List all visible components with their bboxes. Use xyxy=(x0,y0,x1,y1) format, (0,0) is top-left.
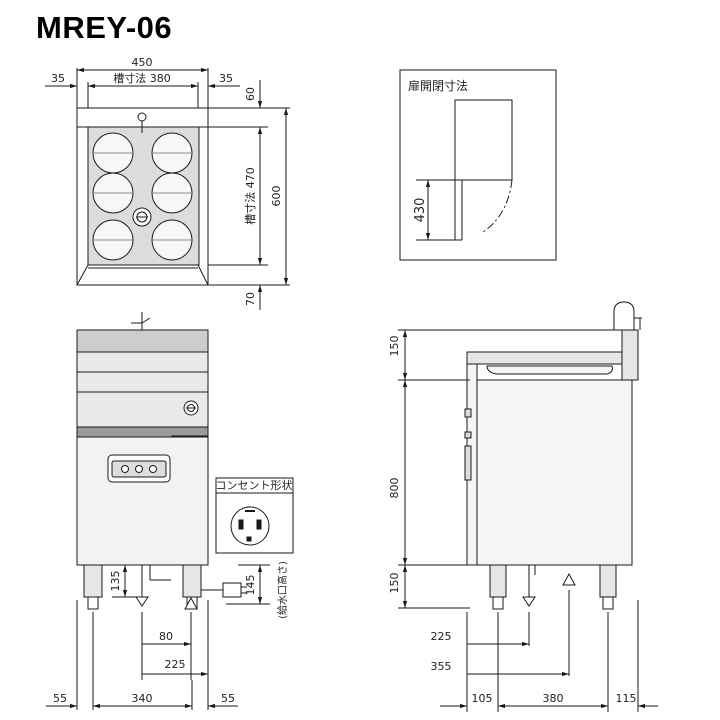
water-inlet-label: (給水口高さ) xyxy=(276,561,289,619)
dim-water-height: 145 xyxy=(244,575,257,596)
leg xyxy=(182,564,202,598)
dim-right-margin: 55 xyxy=(221,692,235,705)
leg xyxy=(489,564,507,598)
dim-left-margin: 55 xyxy=(53,692,67,705)
drawing-title: MREY-06 xyxy=(36,10,173,45)
side-view xyxy=(398,301,658,712)
door-view-label: 扉開閉寸法 xyxy=(408,79,468,93)
front-view-dimensions: 135 80 225 55 340 55 145 (給水口高さ) xyxy=(53,561,289,705)
dim-tank-depth: 槽寸法 470 xyxy=(243,167,257,225)
faucet-icon xyxy=(137,112,147,122)
dim-drain-pos: 225 xyxy=(431,630,452,643)
dim-rear-overhang: 115 xyxy=(616,692,637,705)
top-view-body xyxy=(76,107,209,286)
outlet-icon xyxy=(230,506,270,546)
top-view-dimensions: 450 35 槽寸法 380 35 60 槽寸法 470 600 70 xyxy=(51,56,283,306)
dim-side-right: 35 xyxy=(219,72,233,85)
dim-side-leg-span: 380 xyxy=(543,692,564,705)
dim-water-pos: 355 xyxy=(431,660,452,673)
dim-total-depth: 600 xyxy=(270,186,283,207)
front-view xyxy=(46,312,270,710)
dim-body: 800 xyxy=(388,478,401,499)
dim-back: 60 xyxy=(244,87,257,101)
dim-drain-offset: 80 xyxy=(159,630,173,643)
outlet-shape-label: コンセント形状 xyxy=(216,478,293,492)
dim-leg: 150 xyxy=(388,573,401,594)
outlet-shape-box xyxy=(215,477,294,554)
top-view xyxy=(45,67,290,310)
door-cabinet xyxy=(454,99,513,181)
door-view-frame xyxy=(399,69,557,261)
dim-backguard: 150 xyxy=(388,336,401,357)
dim-leg-span: 340 xyxy=(132,692,153,705)
dim-water-offset: 225 xyxy=(165,658,186,671)
leg xyxy=(83,564,103,598)
leg xyxy=(599,564,617,598)
dim-tank-width: 槽寸法 380 xyxy=(113,71,171,85)
dim-door: 430 xyxy=(413,198,428,223)
side-backguard xyxy=(621,329,639,381)
side-view-dimensions: 150 800 150 225 355 105 380 115 xyxy=(388,336,637,706)
door-view xyxy=(399,69,557,261)
dim-total-width: 450 xyxy=(132,56,153,69)
side-cabinet xyxy=(476,379,633,566)
dim-leg-height: 135 xyxy=(109,571,122,592)
dim-front-overhang: 105 xyxy=(472,692,493,705)
power-plug-icon xyxy=(222,582,242,598)
dim-side-left: 35 xyxy=(51,72,65,85)
dim-front: 70 xyxy=(244,292,257,306)
